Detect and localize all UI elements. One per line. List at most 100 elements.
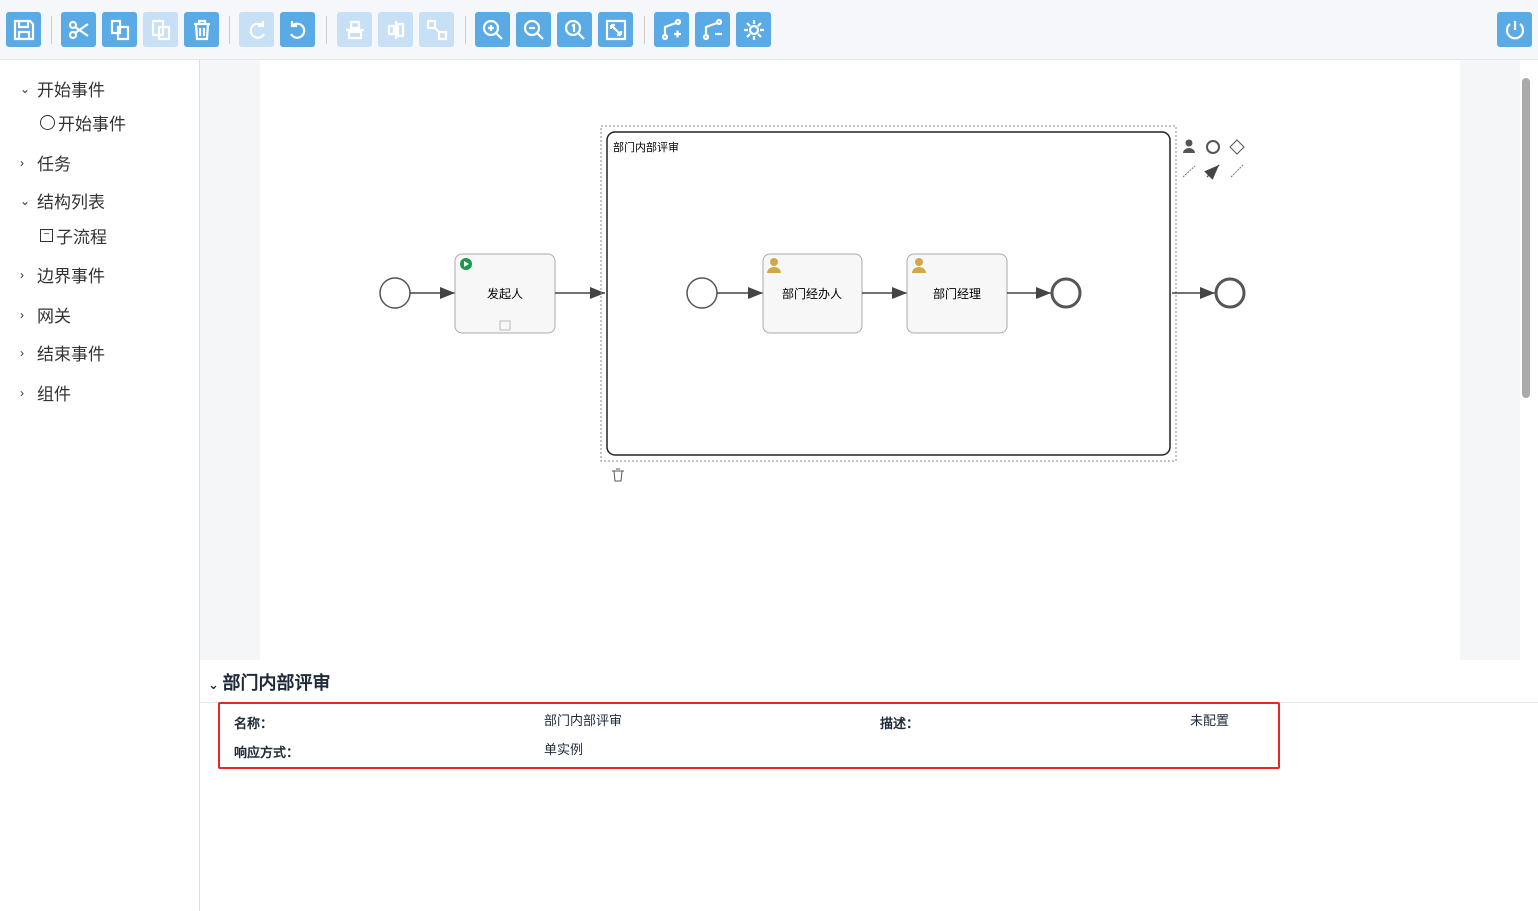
- divider: [644, 16, 645, 44]
- remove-waypoint-button[interactable]: [695, 12, 730, 47]
- properties-title: 部门内部评审: [222, 673, 331, 693]
- sidebar-item-label: 结束事件: [37, 345, 105, 364]
- fit-button[interactable]: [598, 12, 633, 47]
- align-vertical-button[interactable]: [378, 12, 413, 47]
- undo-button[interactable]: [280, 12, 315, 47]
- fit-icon: [605, 19, 626, 40]
- chevron-down-icon: ⌄: [208, 677, 223, 692]
- data-association-icon[interactable]: [1230, 164, 1244, 178]
- sidebar-group-gateway[interactable]: › 网关: [20, 302, 71, 327]
- user-icon: [770, 258, 778, 266]
- sidebar: ⌄ 开始事件 开始事件 › 任务 ⌄ 结构列表 −子流程 › 边界事件 › 网关 › 结束事…: [0, 60, 200, 911]
- sidebar-item-label: 边界事件: [37, 267, 105, 286]
- sidebar-group-end-event[interactable]: › 结束事件: [20, 340, 105, 365]
- sidebar-group-structure[interactable]: ⌄ 结构列表: [20, 188, 105, 213]
- append-end-event-icon[interactable]: [1206, 140, 1220, 154]
- divider: [51, 16, 52, 44]
- end-event[interactable]: [1214, 277, 1246, 309]
- remove-waypoint-icon: [702, 18, 722, 40]
- zoom-actual-icon: [564, 19, 585, 40]
- append-gateway-icon[interactable]: [1229, 139, 1245, 155]
- cut-icon: [68, 20, 89, 39]
- chevron-right-icon: ›: [20, 345, 24, 360]
- sidebar-item-subprocess[interactable]: −子流程: [40, 223, 107, 248]
- settings-icon: [743, 19, 764, 40]
- cut-button[interactable]: [61, 12, 96, 47]
- sub-start-event[interactable]: [686, 277, 718, 309]
- zoom-actual-button[interactable]: [557, 12, 592, 47]
- divider: [465, 16, 466, 44]
- sidebar-item-start-event[interactable]: 开始事件: [40, 110, 126, 135]
- align-horizontal-icon: [345, 20, 364, 39]
- settings-button[interactable]: [736, 12, 771, 47]
- resize-icon: [426, 19, 447, 40]
- resize-button[interactable]: [419, 12, 454, 47]
- mode-label: 响应方式：: [234, 745, 300, 760]
- sub-end-event[interactable]: [1050, 277, 1082, 309]
- diagram-canvas[interactable]: 发起人 部门内部评审 部门经办人 部门经理: [200, 60, 1520, 660]
- delete-button[interactable]: [184, 12, 219, 47]
- association-icon[interactable]: [1182, 165, 1196, 178]
- chevron-down-icon: ⌄: [20, 193, 31, 208]
- diagram-svg[interactable]: 发起人 部门内部评审 部门经办人 部门经理: [260, 60, 1460, 660]
- copy-icon: [110, 19, 129, 40]
- subprocess-icon: −: [40, 229, 53, 242]
- zoom-out-button[interactable]: [516, 12, 551, 47]
- task-label: 部门经办人: [782, 286, 842, 301]
- mode-value[interactable]: 单实例: [544, 742, 584, 757]
- sidebar-item-label: 子流程: [56, 228, 107, 247]
- chevron-right-icon: ›: [20, 307, 24, 322]
- sidebar-item-label: 网关: [37, 307, 71, 326]
- name-label: 名称：: [234, 716, 274, 731]
- paste-button[interactable]: [143, 12, 178, 47]
- scrollbar-thumb[interactable]: [1522, 78, 1530, 398]
- copy-button[interactable]: [102, 12, 137, 47]
- zoom-in-button[interactable]: [475, 12, 510, 47]
- user-icon: [915, 258, 923, 266]
- append-task-icon[interactable]: [1185, 139, 1193, 147]
- subprocess-label: 部门内部评审: [613, 140, 679, 154]
- chevron-right-icon: ›: [20, 385, 24, 400]
- redo-icon: [249, 20, 265, 39]
- sidebar-item-label: 任务: [37, 155, 71, 174]
- add-waypoint-button[interactable]: [654, 12, 689, 47]
- paste-icon: [151, 19, 170, 40]
- save-icon: [13, 19, 34, 40]
- zoom-out-icon: [523, 19, 544, 40]
- properties-panel: 名称： 部门内部评审 描述： 未配置 响应方式： 单实例: [218, 702, 1280, 769]
- save-button[interactable]: [6, 12, 41, 47]
- sidebar-group-component[interactable]: ›组件: [20, 380, 71, 405]
- zoom-in-icon: [482, 19, 503, 40]
- sidebar-group-boundary-event[interactable]: › 边界事件: [20, 262, 105, 287]
- divider: [326, 16, 327, 44]
- sidebar-group-task[interactable]: › 任务: [20, 150, 71, 175]
- task-label: 部门经理: [933, 286, 981, 301]
- redo-button[interactable]: [239, 12, 274, 47]
- sidebar-group-start-event[interactable]: ⌄ 开始事件: [20, 76, 105, 101]
- power-button[interactable]: [1497, 12, 1532, 47]
- undo-icon: [289, 20, 305, 39]
- connect-icon[interactable]: [1204, 164, 1220, 180]
- name-value[interactable]: 部门内部评审: [544, 713, 623, 728]
- properties-header[interactable]: ⌄ 部门内部评审: [208, 669, 331, 695]
- power-icon: [1505, 20, 1524, 39]
- add-waypoint-icon: [661, 18, 681, 40]
- chevron-right-icon: ›: [20, 267, 24, 282]
- sidebar-item-label: 开始事件: [58, 115, 126, 134]
- divider: [229, 16, 230, 44]
- start-event[interactable]: [379, 277, 411, 309]
- chevron-down-icon: ⌄: [20, 81, 31, 96]
- sidebar-item-label: 结构列表: [37, 193, 105, 212]
- sidebar-item-label: 开始事件: [37, 81, 105, 100]
- context-pad[interactable]: [1182, 139, 1245, 180]
- toolbar: [0, 0, 1538, 60]
- trash-icon[interactable]: [612, 468, 624, 482]
- circle-icon: [40, 115, 55, 130]
- chevron-right-icon: ›: [20, 155, 24, 170]
- task-label: 发起人: [487, 286, 523, 301]
- align-vertical-icon: [387, 20, 404, 39]
- desc-label: 描述：: [880, 716, 920, 731]
- delete-icon: [193, 19, 210, 40]
- align-horizontal-button[interactable]: [337, 12, 372, 47]
- desc-value[interactable]: 未配置: [1190, 713, 1230, 728]
